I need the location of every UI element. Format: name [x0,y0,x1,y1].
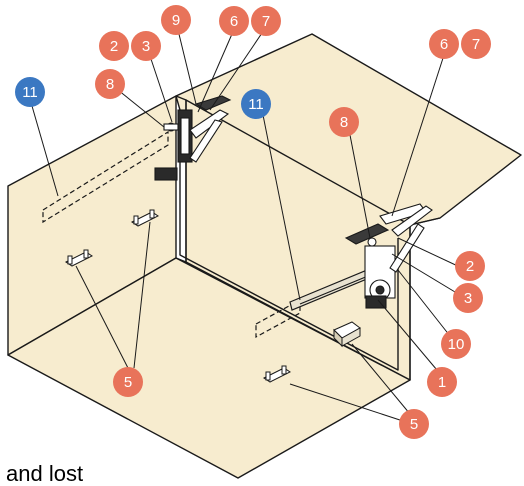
callout-5-left-label: 5 [124,374,132,391]
callout-10-label: 10 [448,336,465,353]
stop-block [333,321,361,348]
callout-6-right: 6 [429,29,459,59]
left-screw-block [163,123,179,131]
right-arm-lower [389,223,425,273]
dashed-outline-left [42,130,169,224]
fitting-left-a [65,249,93,267]
leader-lines [31,29,463,423]
callout-3-left: 3 [131,31,161,61]
right-top-bracket [344,223,390,245]
small-fittings [65,209,361,383]
left-lift-mechanism [154,95,232,181]
right-lift-mechanism [344,203,433,309]
callout-1-label: 1 [438,374,446,391]
callout-8-right: 8 [329,107,359,137]
right-arm-upper [391,205,433,237]
callout-7-left: 7 [251,6,281,36]
callout-6-left: 6 [219,6,249,36]
cabinet-body [7,33,522,479]
callout-5-right-label: 5 [410,416,418,433]
fitting-bottom [263,365,291,383]
callout-8-left: 8 [95,69,125,99]
callout-11-left: 11 [15,77,45,107]
callout-3-left-label: 3 [142,38,150,55]
top-front-edge [409,217,441,226]
callout-2-right-label: 2 [466,258,474,275]
callout-10: 10 [441,329,471,359]
right-pivot-screw [367,237,377,247]
right-gas-strut [365,295,387,309]
callout-7-left-label: 7 [262,13,270,30]
callout-5-right: 5 [399,409,429,439]
callout-11-right: 11 [241,89,271,119]
left-mount-plate-inner [180,117,190,155]
callout-2-left: 2 [99,31,129,61]
dashed-mounting-outlines [42,130,301,339]
callout-6-left-label: 6 [230,13,238,30]
left-arm-lower [189,119,223,163]
rail-bar-line [299,275,369,305]
right-gear-small [375,285,385,295]
callout-5-left: 5 [113,367,143,397]
callout-7-right: 7 [461,29,491,59]
callout-3-right: 3 [453,283,483,313]
callout-11-right-label: 11 [248,96,264,113]
caption-fragment: and lost [6,461,84,486]
callout-9-label: 9 [172,12,180,29]
dashed-outline-right [255,298,301,339]
callout-7-right-label: 7 [472,36,480,53]
inner-back-edge [179,114,399,371]
callouts: 2 3 9 6 7 8 11 11 [15,5,491,439]
callout-1: 1 [427,367,457,397]
callout-3-right-label: 3 [464,290,472,307]
left-bottom-bracket [154,167,178,181]
left-arm-upper [189,109,230,139]
callout-2-left-label: 2 [110,38,118,55]
callout-11-left-label: 11 [22,84,38,101]
panel-edge-lines [175,95,187,263]
left-top-bracket [194,95,232,111]
callout-2-right: 2 [455,251,485,281]
fitting-left-b [131,209,159,227]
callout-8-left-label: 8 [106,76,114,93]
callout-9: 9 [161,5,191,35]
callout-8-right-label: 8 [340,114,348,131]
callout-6-right-label: 6 [440,36,448,53]
